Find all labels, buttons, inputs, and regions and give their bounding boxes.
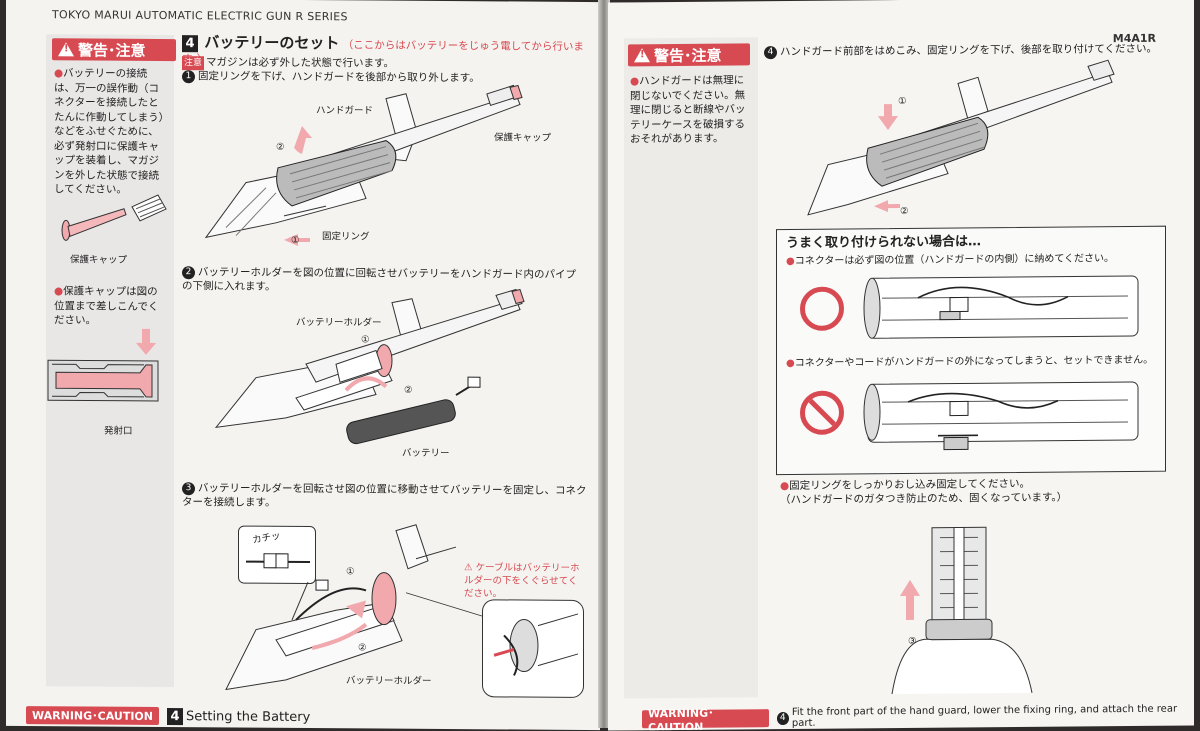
ok-mark-icon <box>800 286 844 331</box>
warning-triangle-icon: ⚠ <box>464 562 473 574</box>
cap-icon <box>61 208 127 241</box>
cable-detail-illustration <box>493 613 579 676</box>
fixing-ring-push-illustration <box>891 526 1033 695</box>
series-header: TOKYO MARUI AUTOMATIC ELECTRIC GUN R SER… <box>52 8 348 24</box>
footer-title: Setting the Battery <box>186 708 311 725</box>
right-page: M4A1R 警告･注意 ●ハンドガードは無理に閉じないでください。無理に閉じると… <box>608 0 1194 731</box>
cap-label: 保護キャップ <box>70 254 128 266</box>
warning-heading: 警告･注意 <box>52 38 176 62</box>
holder-label: バッテリーホルダー <box>296 316 382 329</box>
footer-step-no: 4 <box>167 707 183 725</box>
left-arrow-icon <box>284 233 310 246</box>
callout-2b: ② <box>404 384 413 396</box>
holder-label-2: バッテリーホルダー <box>346 675 432 687</box>
bullet-icon: ● <box>786 357 795 370</box>
correct-assembly-illustration <box>863 275 1139 339</box>
fixing-ring-label: 固定リング <box>322 231 370 243</box>
warning-heading-right: 警告･注意 <box>628 43 750 67</box>
bullet-icon: ● <box>630 75 640 88</box>
protective-cap-illustration <box>61 194 167 241</box>
warning-text-2: ●保護キャップは図の位置まで差しこんでください。 <box>54 285 159 327</box>
rifle-step2-illustration <box>214 288 525 445</box>
rifle-step4-illustration <box>807 59 1115 216</box>
footer-warning-badge: WARNING･CAUTION <box>26 706 159 725</box>
battery-holder-part <box>335 349 383 383</box>
callout-1b: ① <box>361 334 370 346</box>
down-arrow-icon <box>136 328 156 355</box>
binding-gutter <box>598 0 610 728</box>
muzzle-illustration <box>47 328 159 402</box>
right-footer: WARNING･CAUTION 4 Fit the front part of … <box>642 704 1182 731</box>
final-instruction: ●固定リングをしっかりおし込み固定してください。 （ハンドガードのガタつき防止の… <box>780 477 1068 507</box>
bullet-icon: ● <box>786 255 795 268</box>
bullet-icon: ● <box>54 67 64 80</box>
rifle-step3-illustration <box>225 524 487 691</box>
ng-mark-icon <box>800 390 844 435</box>
warning-text-right: ●ハンドガードは無理に閉じないでください。無理に閉じると断線やバッテリーケースを… <box>630 74 746 146</box>
callout-2c: ② <box>358 642 367 654</box>
bullet-icon: ● <box>780 479 790 493</box>
handguard-label: ハンドガード <box>316 105 374 117</box>
footer-step-no-right: 4 <box>776 711 789 725</box>
battery-label: バッテリー <box>402 447 450 460</box>
battery-pack <box>346 399 456 445</box>
incorrect-assembly-illustration <box>863 381 1139 451</box>
footer-text-right: Fit the front part of the hand guard, lo… <box>791 703 1178 729</box>
left-arrow-icon <box>874 200 900 213</box>
up-arrow-icon <box>900 579 920 620</box>
box-title: うまく取り付けられない場合は… <box>786 234 982 252</box>
callout-3-right: ③ <box>908 635 917 647</box>
footer-warning-badge-right: WARNING･CAUTION <box>642 706 769 731</box>
connector-icon <box>246 553 310 569</box>
bullet-icon: ● <box>54 285 64 298</box>
callout-1-right: ① <box>898 95 907 108</box>
handguard-part-right <box>866 116 989 187</box>
protect-cap-label: 保護キャップ <box>494 132 552 144</box>
left-footer: WARNING･CAUTION 4 Setting the Battery <box>26 704 600 730</box>
warning-triangle-icon <box>634 48 650 63</box>
callout-1: ① <box>291 234 300 246</box>
rifle-step1-illustration <box>204 84 523 246</box>
muzzle-label: 発射口 <box>104 425 133 437</box>
callout-2-right: ② <box>900 205 909 218</box>
left-page: TOKYO MARUI AUTOMATIC ELECTRIC GUN R SER… <box>6 0 600 731</box>
cable-warning: ⚠ ケーブルはバッテリーホルダーの下をくぐらせてください。 <box>464 562 580 600</box>
up-arrow-icon <box>294 125 312 154</box>
down-arrow-icon <box>878 104 898 131</box>
warning-triangle-icon <box>58 42 74 57</box>
callout-2: ② <box>276 141 285 153</box>
callout-1c: ① <box>346 566 355 578</box>
